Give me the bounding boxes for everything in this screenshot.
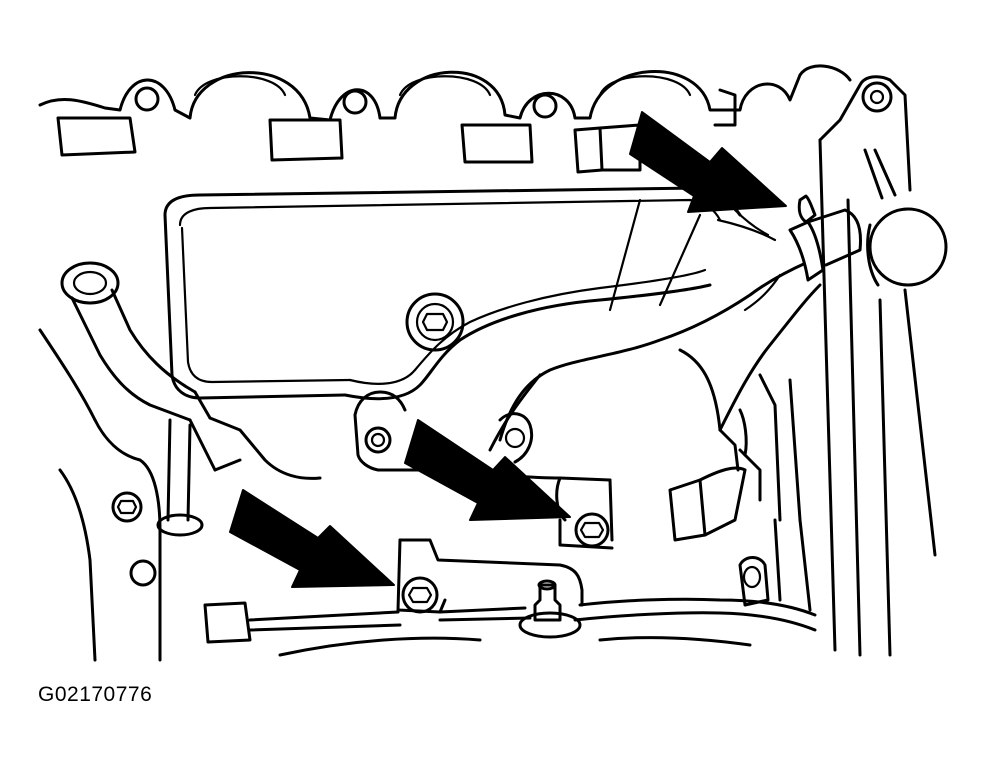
left-lower-block <box>38 328 162 662</box>
lower-flange <box>203 538 584 644</box>
center-bolt <box>405 292 465 352</box>
arrow-center-bolt <box>404 419 571 521</box>
dipstick-tube <box>60 261 322 537</box>
cylinder-head-outline <box>38 64 852 127</box>
arrow-lower-bolt <box>229 489 395 588</box>
figure-code-label: G02170776 <box>38 683 153 706</box>
water-pipe <box>488 260 822 502</box>
lower-center-bolt <box>574 512 610 548</box>
front-cover-panel <box>163 186 742 401</box>
manifold-flanges <box>56 116 642 174</box>
lower-right-housing <box>278 373 817 657</box>
sensor-stud <box>518 579 582 639</box>
hose-clamp <box>716 194 862 282</box>
arrow-hose-clamp <box>629 111 787 213</box>
engine-block-right-edge <box>818 75 948 657</box>
